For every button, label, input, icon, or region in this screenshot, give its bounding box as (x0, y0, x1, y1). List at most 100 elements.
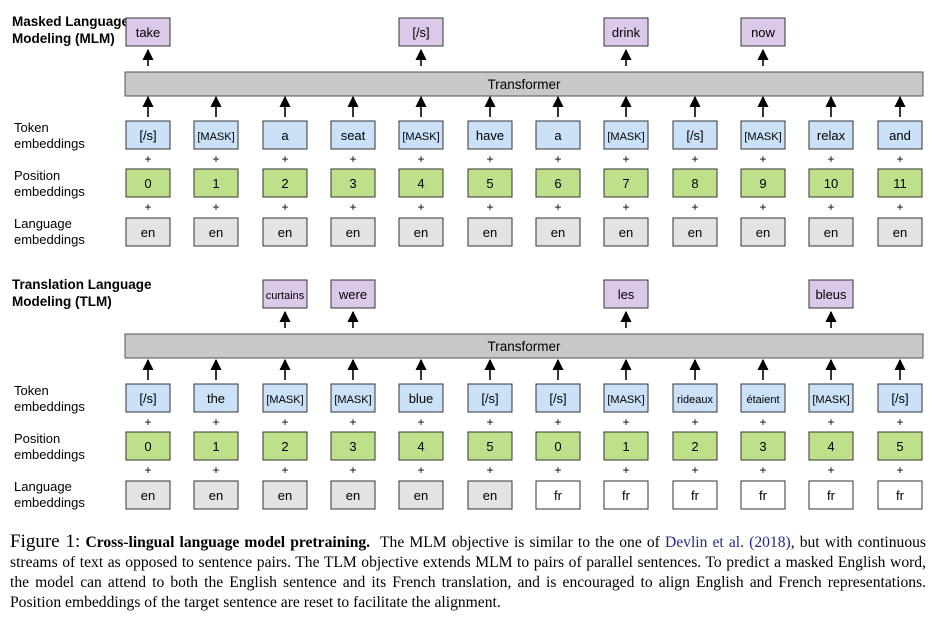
mlm-language-10-box (808, 217, 854, 247)
tlm-plus-token-position-3: + (349, 415, 356, 429)
mlm-language-7-box (603, 217, 649, 247)
citation-link-year[interactable]: (2018) (749, 534, 791, 551)
tlm-token-1-label: the (207, 391, 225, 406)
mlm-plus-token-position-6: + (554, 152, 561, 166)
tlm-token-11-box (877, 383, 923, 413)
mlm-language-6-label: en (551, 225, 565, 240)
tlm-token-4-box (398, 383, 444, 413)
tlm-language-6-label: fr (554, 488, 563, 503)
tlm-position-0-box (125, 431, 171, 461)
mlm-plus-position-language-7: + (622, 200, 629, 214)
tlm-token-label-2: embeddings (14, 399, 85, 414)
tlm-transformer-label: Transformer (487, 339, 561, 354)
tlm-token-7-label: [MASK] (607, 394, 644, 406)
tlm-position-10-label: 4 (827, 439, 834, 454)
mlm-language-2-box (262, 217, 308, 247)
tlm-language-5-box (467, 480, 513, 510)
mlm-token-label-1: Token (14, 120, 49, 135)
tlm-plus-token-position-4: + (417, 415, 424, 429)
mlm-plus-token-position-7: + (622, 152, 629, 166)
mlm-plus-token-position-10: + (827, 152, 834, 166)
tlm-language-4-box (398, 480, 444, 510)
tlm-token-9-box (740, 383, 786, 413)
mlm-plus-position-language-5: + (486, 200, 493, 214)
mlm-plus-position-language-4: + (417, 200, 424, 214)
mlm-position-0-box (125, 168, 171, 198)
tlm-language-8-box (672, 480, 718, 510)
tlm-plus-position-language-6: + (554, 463, 561, 477)
mlm-output-7-box (603, 17, 649, 47)
mlm-token-9-box (740, 120, 786, 150)
mlm-plus-position-language-11: + (896, 200, 903, 214)
mlm-plus-position-language-10: + (827, 200, 834, 214)
tlm-position-5-label: 5 (486, 439, 493, 454)
mlm-position-1-label: 1 (212, 176, 219, 191)
mlm-language-2-label: en (278, 225, 292, 240)
tlm-token-4-label: blue (409, 391, 434, 406)
mlm-output-7-label: drink (612, 25, 641, 40)
mlm-language-0-label: en (141, 225, 155, 240)
mlm-position-11-label: 11 (893, 176, 907, 191)
mlm-plus-token-position-2: + (281, 152, 288, 166)
tlm-output-2-box (262, 279, 308, 309)
mlm-position-9-label: 9 (759, 176, 766, 191)
mlm-language-label-1: Language (14, 216, 72, 231)
mlm-token-1-box (193, 120, 239, 150)
mlm-plus-token-position-3: + (349, 152, 356, 166)
mlm-position-2-label: 2 (281, 176, 288, 191)
mlm-token-6-box (535, 120, 581, 150)
tlm-output-3-label: were (338, 287, 367, 302)
mlm-position-2-box (262, 168, 308, 198)
mlm-plus-position-language-6: + (554, 200, 561, 214)
tlm-plus-token-position-1: + (212, 415, 219, 429)
mlm-position-10-label: 10 (824, 176, 838, 191)
tlm-output-10-label: bleus (815, 287, 847, 302)
tlm-language-3-box (330, 480, 376, 510)
tlm-position-5-box (467, 431, 513, 461)
mlm-plus-position-language-0: + (144, 200, 151, 214)
tlm-position-label-2: embeddings (14, 447, 85, 462)
tlm-plus-position-language-7: + (622, 463, 629, 477)
tlm-language-label-2: embeddings (14, 495, 85, 510)
tlm-token-2-box (262, 383, 308, 413)
mlm-token-7-label: [MASK] (607, 131, 644, 143)
mlm-position-6-box (535, 168, 581, 198)
mlm-position-7-box (603, 168, 649, 198)
mlm-output-4-label: [/s] (412, 25, 429, 40)
tlm-position-10-box (808, 431, 854, 461)
tlm-position-3-label: 3 (349, 439, 356, 454)
caption-figure-label: Figure 1: (10, 531, 81, 552)
mlm-token-1-label: [MASK] (197, 131, 234, 143)
tlm-token-3-box (330, 383, 376, 413)
mlm-position-3-box (330, 168, 376, 198)
tlm-token-11-label: [/s] (891, 391, 908, 406)
mlm-title-line2: Modeling (MLM) (12, 31, 115, 46)
tlm-plus-position-language-1: + (212, 463, 219, 477)
tlm-plus-token-position-6: + (554, 415, 561, 429)
mlm-position-3-label: 3 (349, 176, 356, 191)
citation-link-authors[interactable]: Devlin et al. (664, 534, 745, 551)
mlm-token-0-box (125, 120, 171, 150)
mlm-output-0-label: take (136, 25, 161, 40)
tlm-position-7-box (603, 431, 649, 461)
mlm-language-9-box (740, 217, 786, 247)
mlm-language-7-label: en (619, 225, 633, 240)
tlm-language-3-label: en (346, 488, 360, 503)
tlm-columns: [/s]+0+enthe+1+encurtains[MASK]+2+enwere… (125, 279, 923, 510)
caption-text-1: The MLM objective is similar to the one … (380, 534, 660, 551)
mlm-language-5-label: en (483, 225, 497, 240)
mlm-plus-position-language-8: + (691, 200, 698, 214)
mlm-language-1-label: en (209, 225, 223, 240)
mlm-transformer-bar (124, 71, 924, 97)
caption-bold-title: Cross-lingual language model pretraining… (85, 534, 371, 551)
tlm-position-6-label: 0 (554, 439, 561, 454)
tlm-position-1-label: 1 (212, 439, 219, 454)
tlm-plus-token-position-5: + (486, 415, 493, 429)
mlm-language-5-box (467, 217, 513, 247)
tlm-position-3-box (330, 431, 376, 461)
mlm-language-0-box (125, 217, 171, 247)
tlm-language-2-label: en (278, 488, 292, 503)
mlm-position-label-2: embeddings (14, 184, 85, 199)
mlm-language-11-label: en (893, 225, 907, 240)
tlm-plus-position-language-11: + (896, 463, 903, 477)
